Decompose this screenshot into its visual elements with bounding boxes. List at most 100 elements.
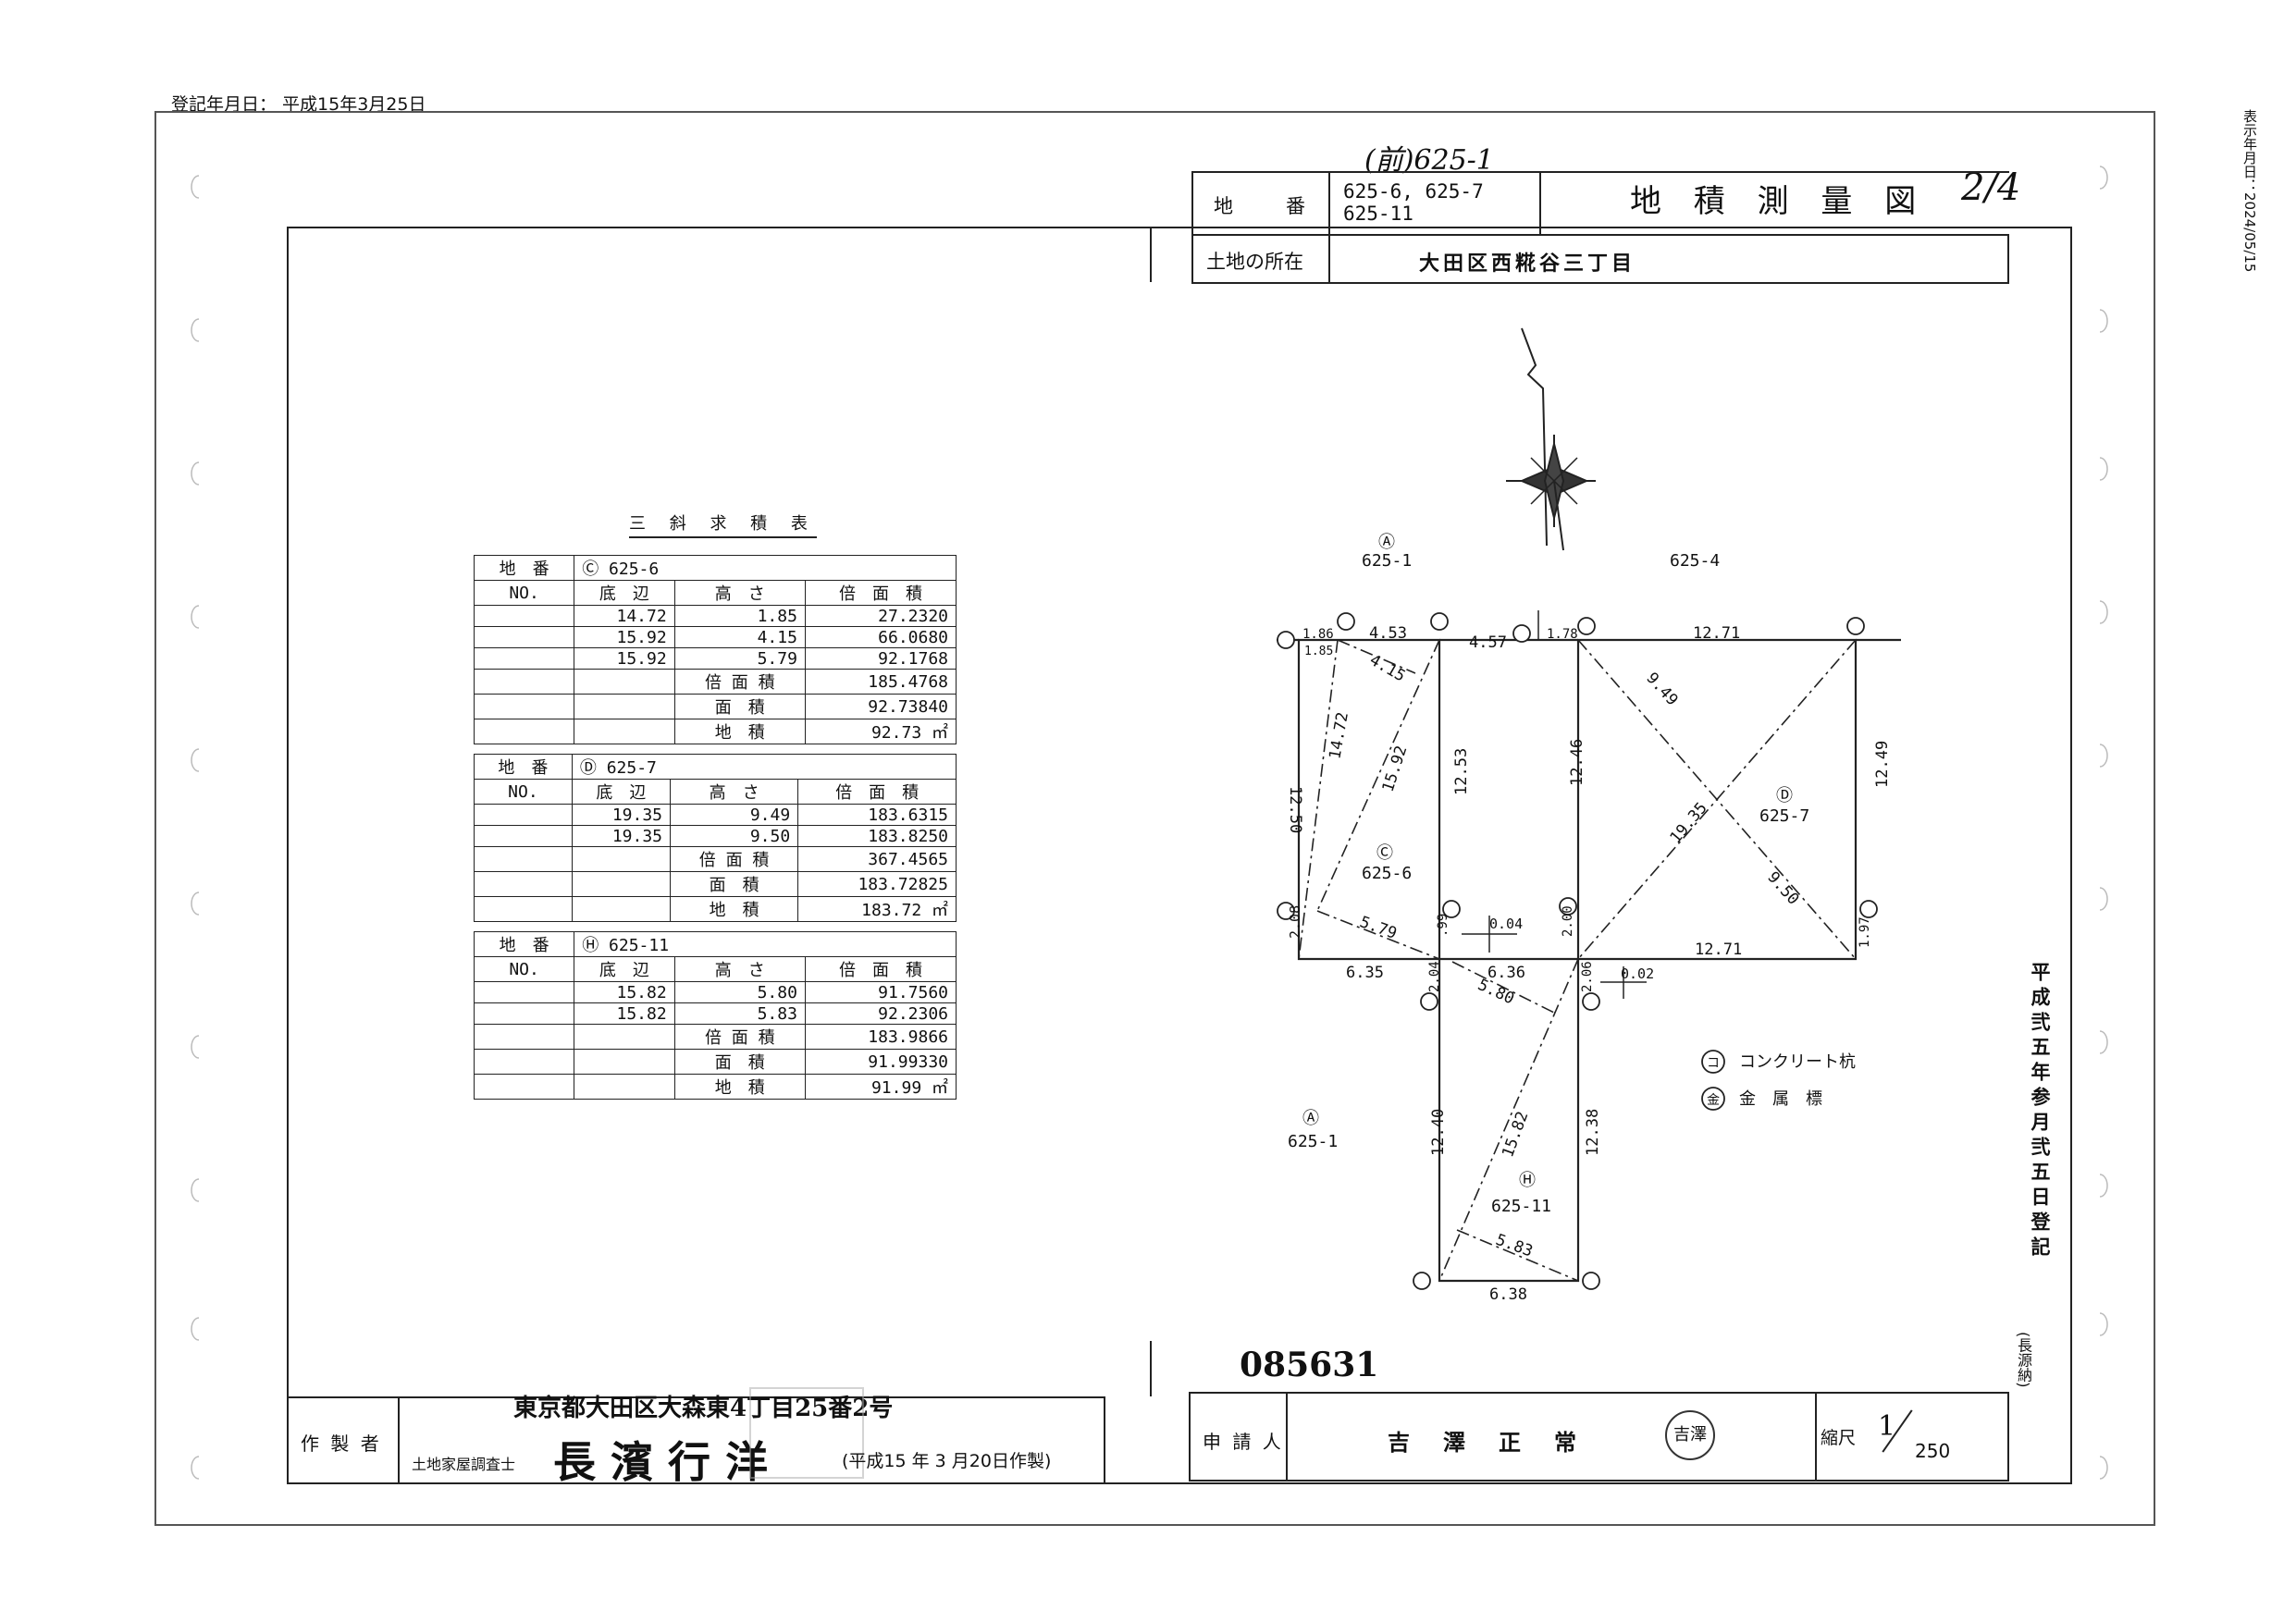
t2-col-height: 高 さ <box>669 779 799 805</box>
chiban-label: 地 番 <box>1214 195 1322 217</box>
dim-14-72: 14.72 <box>1326 711 1352 761</box>
dim-0-02: 0.02 <box>1621 965 1654 982</box>
frame-divider-bottom <box>1150 1341 1152 1396</box>
surveyor-name: 長 濱 行 洋 <box>553 1437 769 1487</box>
dim-2-00: 2.00 <box>1561 905 1575 937</box>
registration-note-small: (長源納) <box>2015 1332 2032 1388</box>
dim-0-04: 0.04 <box>1489 916 1523 932</box>
maker-block <box>287 1396 1105 1484</box>
dim-12-50: 12.50 <box>1286 786 1304 833</box>
t3-land-value: 91.99 ㎡ <box>804 1074 957 1100</box>
drawing-frame <box>287 227 2072 1484</box>
location-label: 土地の所在 <box>1206 251 1303 273</box>
t1-parcel: Ⓒ 625-6 <box>574 555 957 581</box>
dim-1-85: 1.85 <box>1304 645 1333 658</box>
t3-double-value: 183.9866 <box>804 1024 957 1050</box>
parcel-625-11-outline <box>1438 959 1580 1283</box>
scale-numerator: 1 <box>1878 1410 1896 1443</box>
dim-12-38: 12.38 <box>1584 1109 1602 1156</box>
dim-1-78: 1.78 <box>1547 627 1578 642</box>
scale-denominator: 250 <box>1915 1440 1951 1462</box>
label-a-bottom: Ⓐ <box>1302 1109 1319 1128</box>
t3-col-area: 倍 面 積 <box>804 956 957 982</box>
dim-5-79: 5.79 <box>1357 913 1399 943</box>
legend-text-metal: 金 属 標 <box>1739 1089 1822 1109</box>
t1-header-label: 地 番 <box>473 555 575 581</box>
t2-land-label: 地 積 <box>669 896 799 922</box>
maker-label: 作 製 者 <box>301 1432 382 1455</box>
location-value: 大田区西糀谷三丁目 <box>1419 252 1636 276</box>
dim-15-92: 15.92 <box>1379 744 1412 794</box>
t3-double-label: 倍 面 積 <box>673 1024 806 1050</box>
t1-r3-area: 92.1768 <box>804 647 957 670</box>
label-d-num: 625-7 <box>1759 806 1809 826</box>
t1-r1-base: 14.72 <box>574 605 675 627</box>
applicant-name: 吉 澤 正 常 <box>1388 1429 1582 1456</box>
t1-land-value: 92.73 ㎡ <box>804 719 957 744</box>
t3-parcel: Ⓗ 625-11 <box>574 931 957 957</box>
registration-date: 登記年月日： 平成15年3月25日 <box>171 94 426 115</box>
page-mark: 2/4 <box>1961 166 2021 209</box>
legend: コ コンクリート杭 金 金 属 標 <box>1701 1050 1856 1111</box>
dim-4-57: 4.57 <box>1469 633 1507 652</box>
t3-r2-base: 15.82 <box>574 1002 675 1025</box>
t2-r2-base: 19.35 <box>571 825 672 847</box>
location-value-cell: 大田区西糀谷三丁目 <box>1328 234 2009 284</box>
t2-area-value: 183.72825 <box>797 871 957 897</box>
dim-99: .99 <box>1436 914 1450 937</box>
dim-2-04: 2.04 <box>1427 961 1442 992</box>
frame-divider-top <box>1150 227 1152 282</box>
dim-12-71-top: 12.71 <box>1693 624 1740 643</box>
dim-12-46: 12.46 <box>1568 739 1586 786</box>
label-h: Ⓗ <box>1519 1171 1536 1190</box>
stamp-number: 085631 <box>1240 1346 1379 1384</box>
t2-header-label: 地 番 <box>474 754 573 780</box>
dim-1-86: 1.86 <box>1302 627 1334 642</box>
registration-note: 平成弐五年参月弐五日登記 <box>2029 962 2051 1261</box>
dim-12-71-bottom: 12.71 <box>1695 941 1742 959</box>
dim-6-38: 6.38 <box>1489 1285 1527 1304</box>
label-a-bottom-num: 625-1 <box>1288 1132 1338 1151</box>
chiban-value-line2: 625-11 <box>1343 203 1413 225</box>
t2-parcel: Ⓓ 625-7 <box>571 754 957 780</box>
t1-land-label: 地 積 <box>673 719 806 744</box>
north-arrow-icon <box>1506 327 1596 551</box>
t1-r2-height: 4.15 <box>673 626 806 648</box>
t2-col-area: 倍 面 積 <box>797 779 957 805</box>
dim-15-82: 15.82 <box>1499 1109 1532 1160</box>
display-date: 表示年月日：2024/05/15 <box>2241 109 2258 273</box>
label-a-top-num: 625-1 <box>1362 551 1412 571</box>
dim-2-06: 2.06 <box>1580 961 1595 992</box>
t3-area-label: 面 積 <box>673 1049 806 1075</box>
maker-address: 東京都大田区大森東4丁目25番2号 <box>513 1395 894 1422</box>
parcel-625-7-outline <box>1576 638 1858 961</box>
label-a-top: Ⓐ <box>1378 533 1395 552</box>
label-d: Ⓓ <box>1776 786 1793 805</box>
t3-land-label: 地 積 <box>673 1074 806 1100</box>
label-c-num: 625-6 <box>1362 864 1412 883</box>
t1-col-area: 倍 面 積 <box>804 580 957 606</box>
document-title: 地 積 測 量 図 <box>1630 183 1928 220</box>
t2-land-value: 183.72 ㎡ <box>797 896 957 922</box>
t2-col-no: NO. <box>474 779 573 805</box>
t2-r2-height: 9.50 <box>669 825 799 847</box>
t2-area-label: 面 積 <box>669 871 799 897</box>
t2-r1-area: 183.6315 <box>797 804 957 826</box>
t1-r3-height: 5.79 <box>673 647 806 670</box>
t2-r1-height: 9.49 <box>669 804 799 826</box>
sheet-frame <box>154 111 2155 1526</box>
applicant-seal-icon: 吉澤 <box>1665 1410 1715 1460</box>
label-h-num: 625-11 <box>1491 1197 1551 1216</box>
legend-mark-concrete: コ <box>1707 1056 1720 1071</box>
surveyor-seal-icon <box>749 1387 864 1479</box>
dim-12-49: 12.49 <box>1873 741 1892 788</box>
dim-1-97: 1.97 <box>1858 916 1872 948</box>
label-625-4: 625-4 <box>1670 551 1720 571</box>
